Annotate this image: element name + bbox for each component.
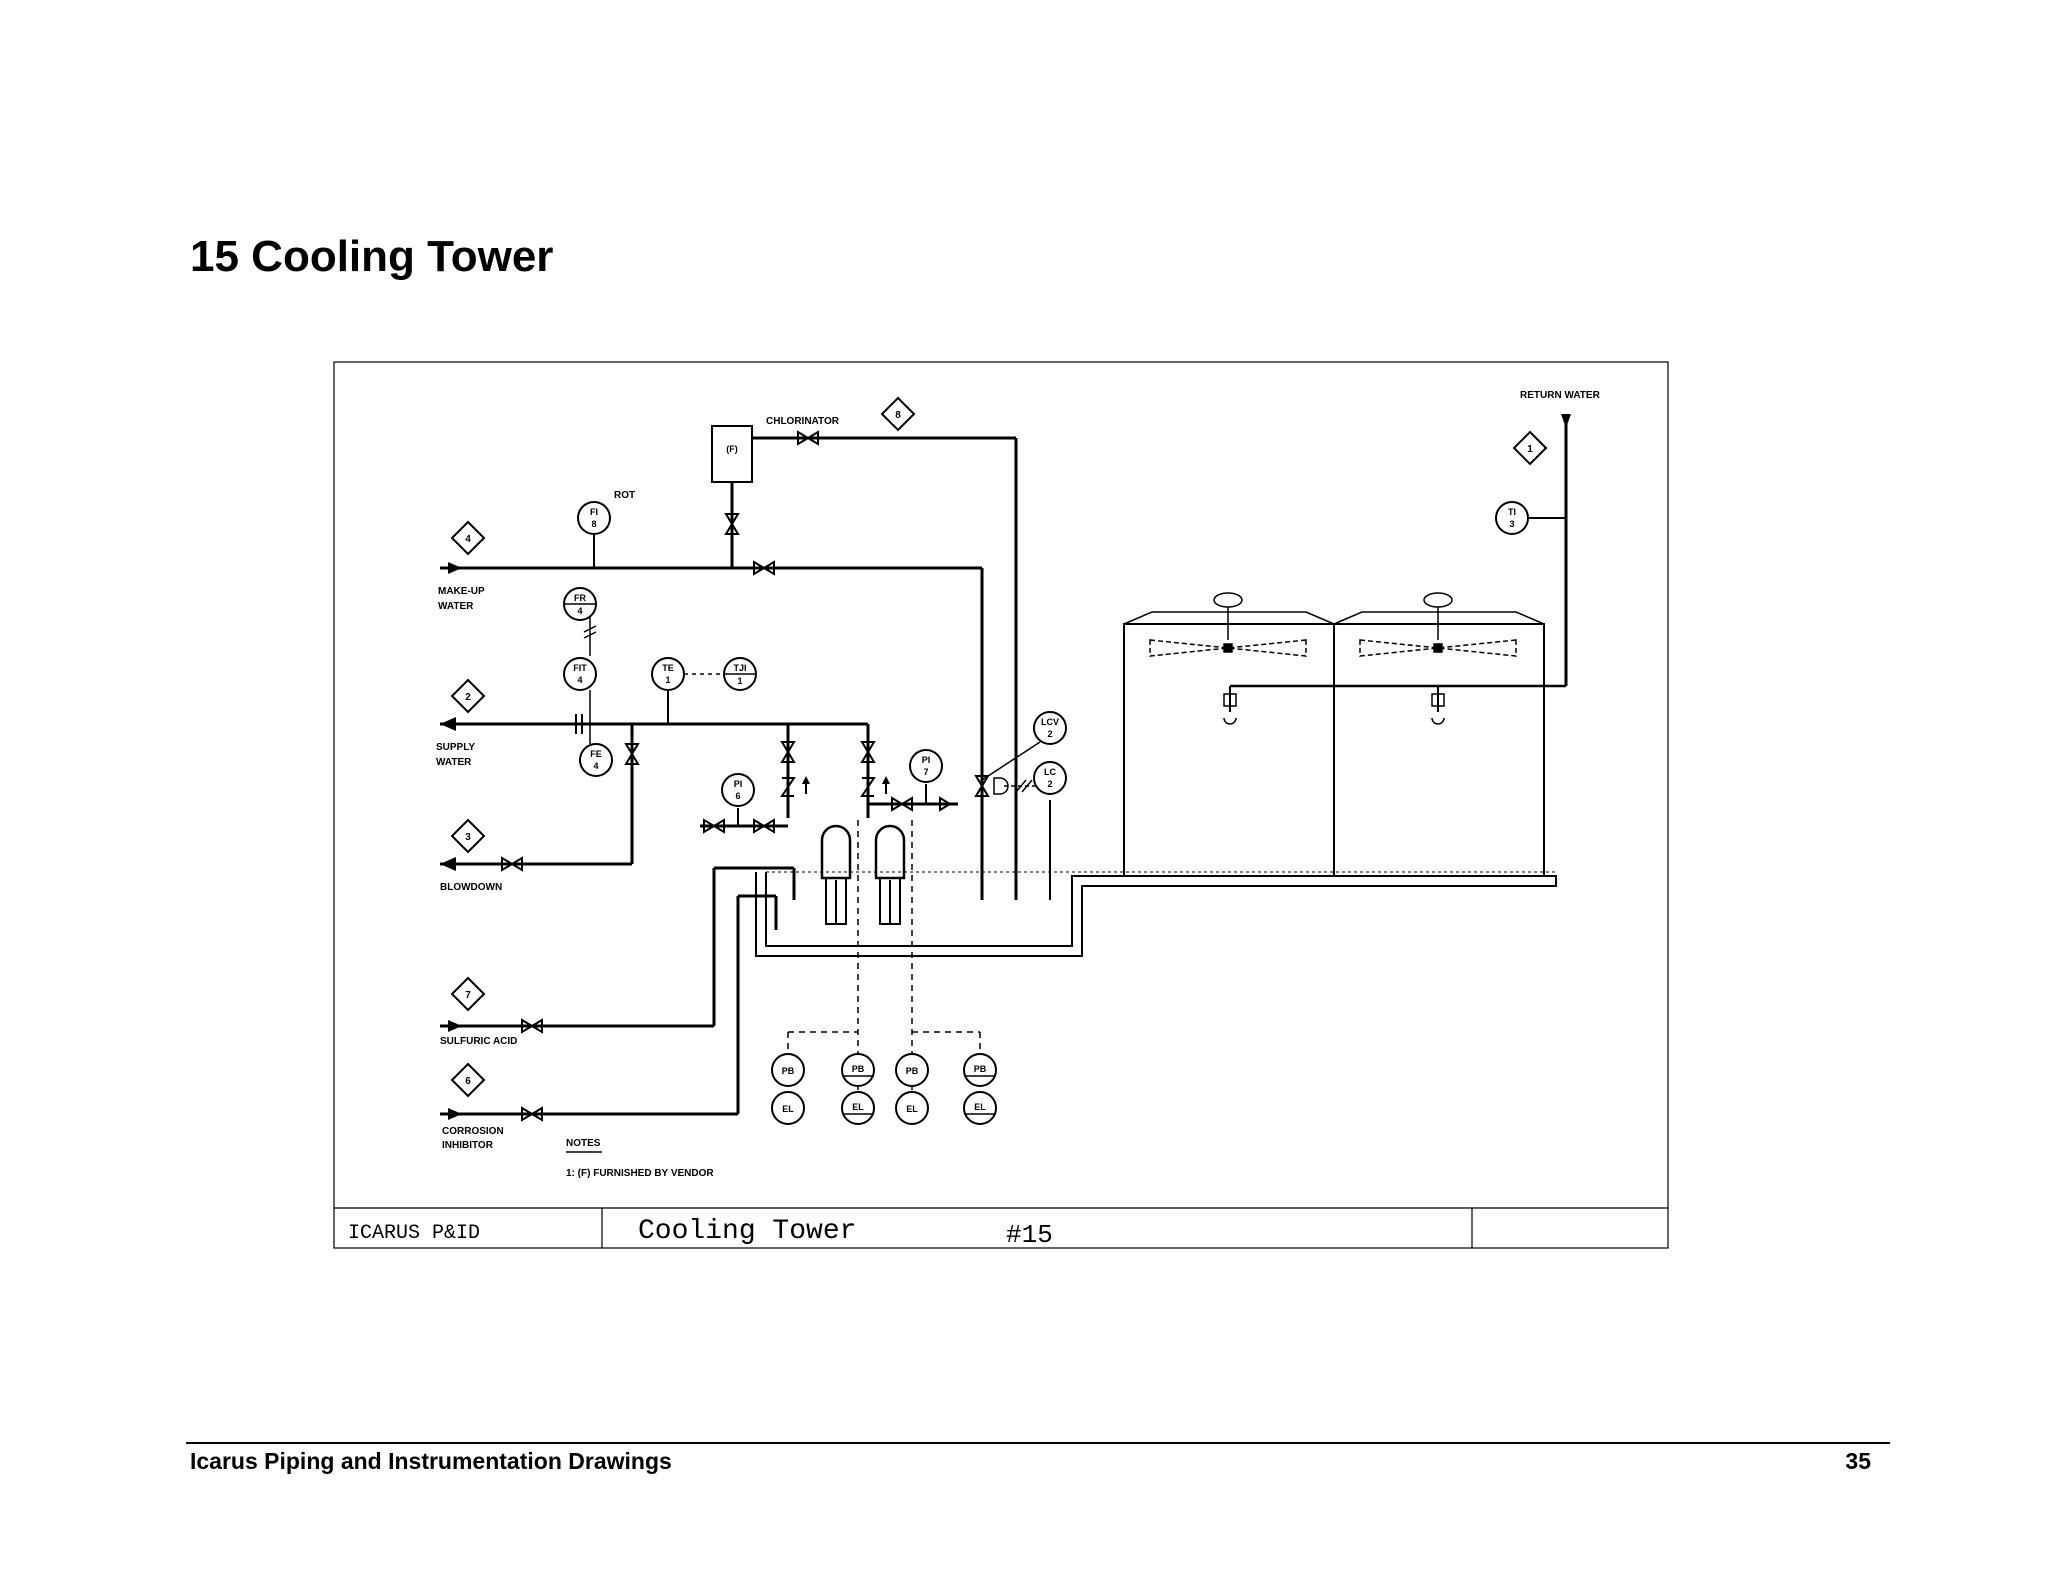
instrument-te-1: TE 1 [651,657,685,691]
svg-text:2: 2 [1047,779,1052,789]
instrument-fr-4: FR 4 [563,587,597,621]
svg-text:7: 7 [923,767,928,777]
instrument-lcv-2: LCV 2 [1033,711,1067,745]
line-number-diamond: 1 [1512,430,1548,466]
svg-text:4: 4 [577,675,582,685]
svg-text:4: 4 [577,606,582,616]
chlorinator-box [711,425,753,483]
page-title: 15 Cooling Tower [190,232,554,281]
svg-text:PB: PB [852,1064,865,1074]
chlorinator-vendor-mark: (F) [726,444,738,454]
svg-text:8: 8 [591,519,596,529]
instrument-fi-8: FI 8 [577,501,611,535]
label-return-water: RETURN WATER [1520,390,1601,401]
svg-text:EL: EL [974,1102,986,1112]
svg-text:PB: PB [782,1066,795,1076]
svg-text:FI: FI [590,507,598,517]
cooling-tower-cell-2 [1333,623,1545,877]
svg-text:1: 1 [737,676,742,686]
instrument-tji-1: TJI 1 [723,657,757,691]
line-number-diamond: 8 [880,396,916,432]
svg-text:1: 1 [665,675,670,685]
motor-station: PB EL [841,1053,875,1125]
svg-text:PB: PB [974,1064,987,1074]
label-makeup-water-2: WATER [438,601,474,612]
instrument-fit-4: FIT 4 [563,657,597,691]
title-block-title: Cooling Tower [638,1216,856,1247]
svg-text:4: 4 [593,761,598,771]
svg-text:6: 6 [465,1076,471,1087]
motor-station: PB EL [895,1053,929,1125]
svg-text:PI: PI [734,779,743,789]
svg-text:TI: TI [1508,507,1516,517]
label-corrosion-inhibitor-2: INHIBITOR [442,1140,494,1151]
cooling-tower-basin [755,872,1557,957]
label-supply-water-1: SUPPLY [436,742,475,753]
pump-a [820,824,852,880]
drawing-border [333,361,1669,1249]
motor-station: PB EL [963,1053,997,1125]
title-block-left: ICARUS P&ID [348,1222,480,1245]
footer-title: Icarus Piping and Instrumentation Drawin… [190,1448,672,1474]
line-number-diamond: 7 [450,976,486,1012]
instrument-lc-2: LC 2 [1033,761,1067,795]
svg-text:7: 7 [465,990,471,1001]
svg-text:TE: TE [662,663,674,673]
svg-text:FIT: FIT [573,663,587,673]
svg-text:EL: EL [782,1104,794,1114]
instrument-pi-6: PI 6 [721,773,755,807]
svg-text:FE: FE [590,749,602,759]
svg-text:EL: EL [852,1102,864,1112]
svg-text:PI: PI [922,755,931,765]
label-corrosion-inhibitor-1: CORROSION [442,1126,504,1137]
svg-text:2: 2 [1047,729,1052,739]
label-sulfuric-acid: SULFURIC ACID [440,1036,517,1047]
motor-station: PB EL [771,1053,805,1125]
label-rot: ROT [614,490,635,501]
label-chlorinator: CHLORINATOR [766,416,840,427]
svg-text:PB: PB [906,1066,919,1076]
svg-text:FR: FR [574,593,586,603]
svg-text:8: 8 [895,410,901,421]
note-1: 1: (F) FURNISHED BY VENDOR [566,1168,714,1179]
footer-rule [186,1442,1890,1444]
svg-text:6: 6 [735,791,740,801]
instrument-fe-4: FE 4 [579,743,613,777]
svg-text:LC: LC [1044,767,1056,777]
line-number-diamond: 6 [450,1062,486,1098]
label-supply-water-2: WATER [436,757,472,768]
line-number-diamond: 4 [450,520,486,556]
label-blowdown: BLOWDOWN [440,882,502,893]
notes-title: NOTES [566,1138,601,1149]
line-number-diamond: 2 [450,678,486,714]
page-number: 35 [1845,1448,1871,1474]
cooling-tower-cell-1 [1123,623,1335,877]
svg-text:EL: EL [906,1104,918,1114]
title-block-number: #15 [1006,1220,1053,1250]
svg-text:4: 4 [465,534,471,545]
fan-icon [1149,592,1307,657]
instrument-pi-7: PI 7 [909,749,943,783]
svg-text:3: 3 [465,832,471,843]
line-number-diamond: 3 [450,818,486,854]
svg-text:LCV: LCV [1041,717,1059,727]
svg-text:2: 2 [465,692,471,703]
svg-text:1: 1 [1527,444,1533,455]
label-makeup-water-1: MAKE-UP [438,586,485,597]
svg-text:TJI: TJI [733,663,746,673]
fan-icon [1359,592,1517,657]
svg-text:3: 3 [1509,519,1514,529]
pump-b [874,824,906,880]
instrument-ti-3: TI 3 [1495,501,1529,535]
